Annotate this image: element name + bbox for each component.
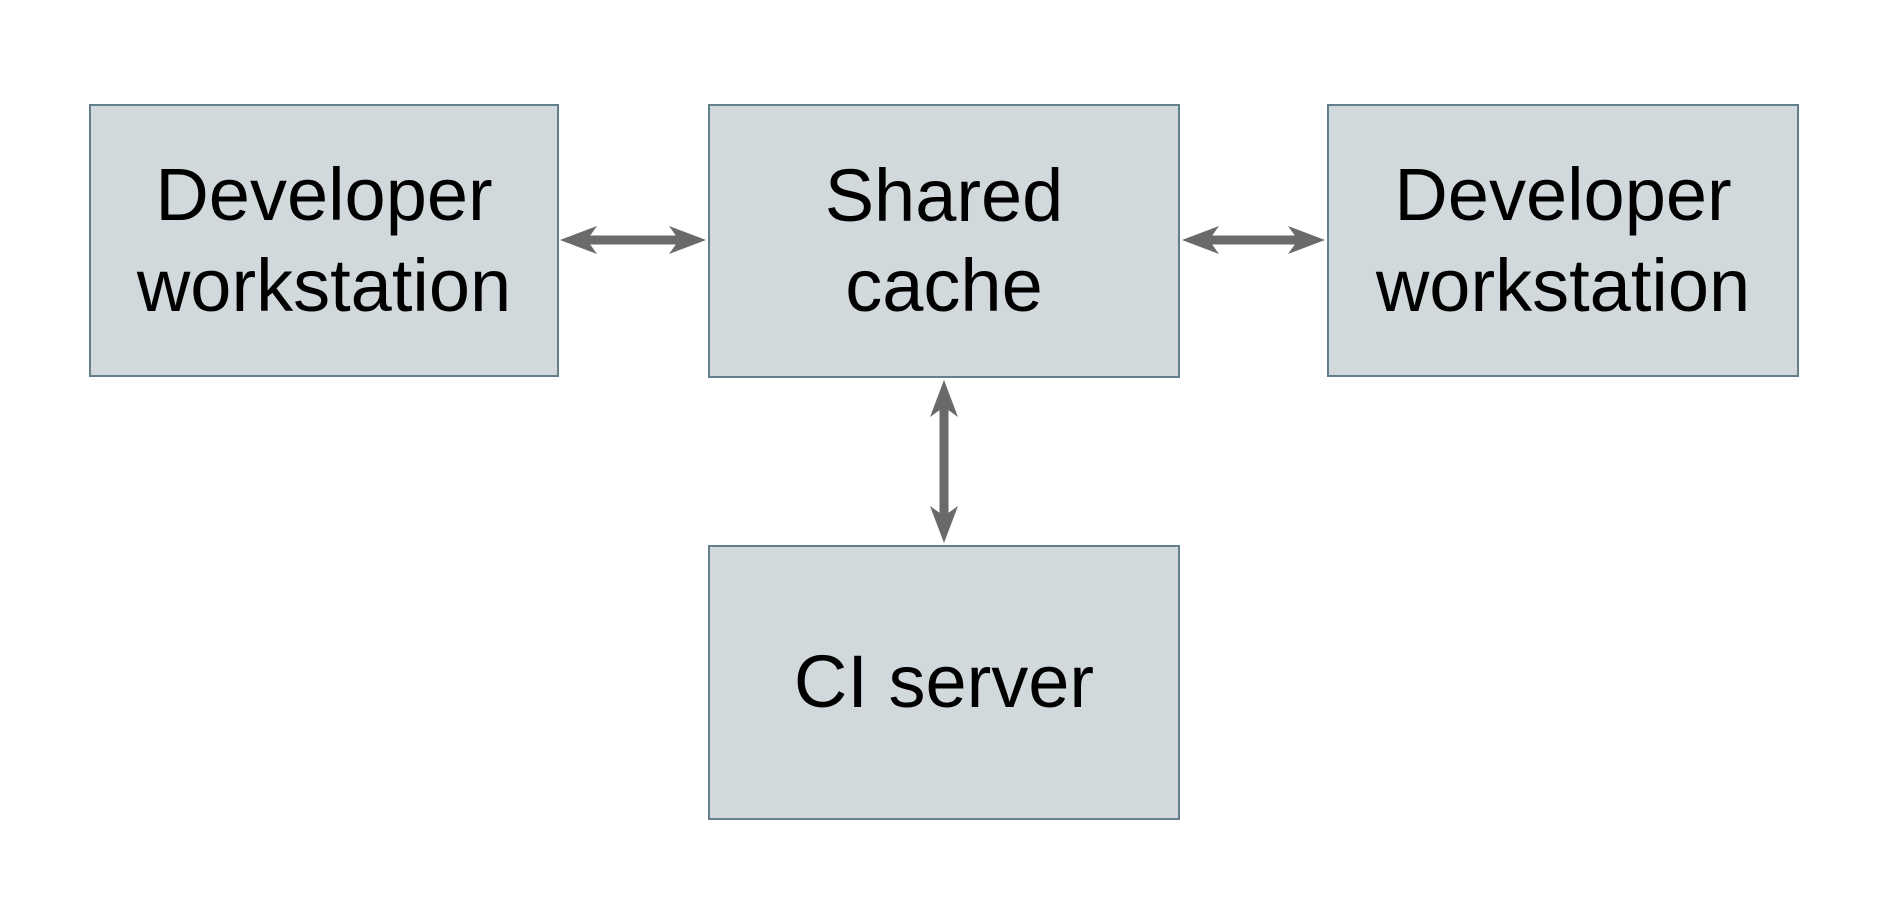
node-developer-workstation-left: Developer workstation [89, 104, 559, 377]
node-label: Developer workstation [1375, 153, 1751, 327]
node-label: Shared cache [824, 153, 1064, 327]
node-ci-server: CI server [708, 545, 1180, 820]
node-label: Developer workstation [136, 153, 512, 327]
node-shared-cache: Shared cache [708, 104, 1180, 378]
node-developer-workstation-right: Developer workstation [1327, 104, 1799, 377]
node-label: CI server [793, 640, 1095, 724]
